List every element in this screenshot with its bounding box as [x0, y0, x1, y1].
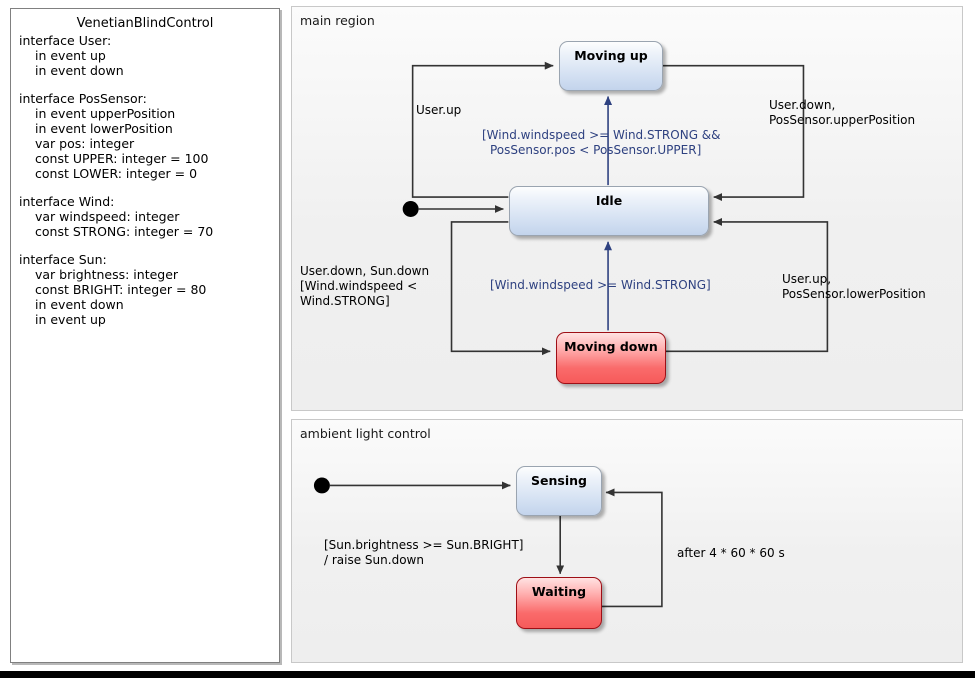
initial-state-node-main: [402, 201, 419, 217]
guard-label-up-line1: [Wind.windspeed >= Wind.STRONG &&: [482, 128, 721, 142]
guard-label-up-line2: PosSensor.pos < PosSensor.UPPER]: [490, 143, 702, 157]
transition-idle-to-movingup-userup[interactable]: [411, 61, 554, 198]
interface-member: var pos: integer: [35, 136, 135, 151]
state-label: Moving down: [564, 339, 658, 354]
transition-label-user-down-upper-line2: PosSensor.upperPosition: [769, 113, 916, 127]
state-label: Sensing: [531, 473, 587, 488]
main-region-panel[interactable]: main region: [291, 6, 963, 411]
guard-label-down: [Wind.windspeed >= Wind.STRONG]: [490, 278, 711, 292]
state-moving-up[interactable]: Moving up: [559, 41, 663, 91]
interface-member: var windspeed: integer: [35, 209, 180, 224]
interface-member: in event upperPosition: [35, 106, 176, 121]
region-label-ambient: ambient light control: [300, 426, 431, 441]
interface-member: in event up: [35, 312, 106, 327]
initial-state-node-ambient: [313, 477, 330, 494]
state-idle[interactable]: Idle: [509, 186, 709, 236]
transition-label-down-line1: User.down, Sun.down: [300, 264, 430, 278]
transition-label-down-line2: [Wind.windspeed <: [300, 279, 418, 293]
state-label: Moving up: [574, 48, 648, 63]
transition-movingdown-to-idle[interactable]: [659, 217, 829, 353]
state-sensing[interactable]: Sensing: [516, 466, 602, 516]
interface-definition-panel: VenetianBlindControl interface User: in …: [10, 8, 280, 663]
main-region-transitions: [402, 61, 829, 356]
interface-member: in event up: [35, 48, 106, 63]
statechart-title: VenetianBlindControl: [76, 16, 214, 31]
interface-member: const UPPER: integer = 100: [35, 151, 209, 166]
interface-member: in event down: [35, 63, 124, 78]
state-label: Waiting: [531, 584, 587, 599]
interface-header: interface User:: [19, 33, 112, 48]
region-label-main: main region: [300, 13, 375, 28]
interface-member: in event down: [35, 297, 124, 312]
transition-label-user-down-upper-line1: User.down,: [769, 98, 836, 112]
interface-block-wind: interface Wind: var windspeed: integer c…: [11, 194, 279, 239]
transition-label-user-up: User.up: [416, 103, 462, 117]
spacer: [11, 78, 279, 91]
transition-label-down-line3: Wind.STRONG]: [300, 294, 390, 308]
interface-block-user: interface User: in event up in event dow…: [11, 33, 279, 78]
interface-header: interface Wind:: [19, 194, 115, 209]
state-label: Idle: [595, 193, 623, 208]
interface-block-possensor: interface PosSensor: in event upperPosit…: [11, 91, 279, 181]
interface-member: const BRIGHT: integer = 80: [35, 282, 207, 297]
interface-block-sun: interface Sun: var brightness: integer c…: [11, 252, 279, 327]
interface-member: in event lowerPosition: [35, 121, 173, 136]
transition-idle-to-movingdown[interactable]: [450, 221, 551, 356]
spacer: [11, 181, 279, 194]
state-moving-down[interactable]: Moving down: [556, 332, 666, 384]
transition-label-brightness-line1: [Sun.brightness >= Sun.BRIGHT]: [324, 538, 524, 552]
transition-waiting-to-sensing[interactable]: [601, 488, 663, 608]
interface-member: var brightness: integer: [35, 267, 179, 282]
state-waiting[interactable]: Waiting: [516, 577, 602, 629]
interface-member: const LOWER: integer = 0: [35, 166, 198, 181]
ambient-region-transitions: [313, 477, 663, 608]
bottom-divider-bar: [0, 671, 975, 678]
interface-header: interface PosSensor:: [19, 91, 147, 106]
interface-header: interface Sun:: [19, 252, 107, 267]
ambient-light-region-panel[interactable]: ambient light control Sensing Waitin: [291, 419, 963, 663]
transition-label-after-timer: after 4 * 60 * 60 s: [677, 546, 785, 560]
transition-label-user-up-lower-line1: User.up,: [782, 272, 832, 286]
transition-label-brightness-line2: / raise Sun.down: [324, 553, 424, 567]
spacer: [11, 239, 279, 252]
interface-member: const STRONG: integer = 70: [35, 224, 214, 239]
transition-movingup-to-idle[interactable]: [662, 64, 805, 202]
transition-label-user-up-lower-line2: PosSensor.lowerPosition: [782, 287, 926, 301]
